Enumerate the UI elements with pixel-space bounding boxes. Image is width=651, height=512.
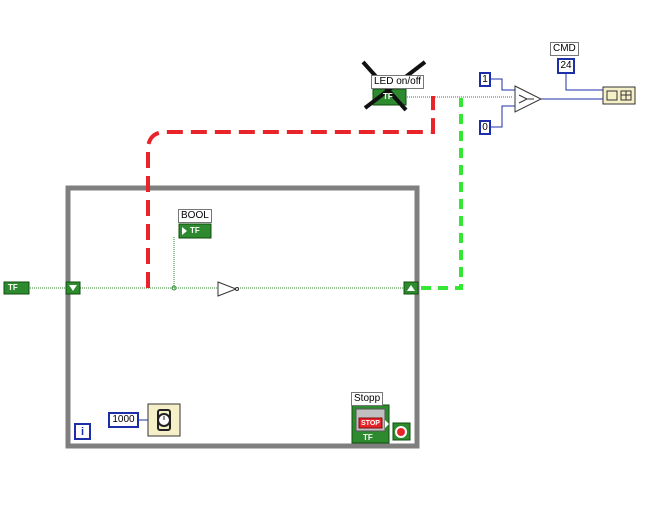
led-control-label: LED on/off xyxy=(371,75,425,89)
stop-tf-glyph: TF xyxy=(363,433,373,442)
wire-junction xyxy=(171,285,177,291)
bool-input-glyph: TF xyxy=(8,283,18,292)
down-arrow-icon xyxy=(69,285,77,291)
cmd-label: CMD xyxy=(550,42,579,56)
stop-button-red xyxy=(358,417,383,429)
stop-arrow-icon xyxy=(385,420,389,428)
false-numeric-constant[interactable]: 0 xyxy=(479,120,491,135)
stop-button-label: Stopp xyxy=(351,392,384,406)
led-control-glyph: TF xyxy=(383,92,393,101)
stop-condition-dot-icon xyxy=(397,428,405,436)
stop-glyph: STOP xyxy=(361,420,380,427)
up-arrow-icon xyxy=(407,285,415,291)
bool-indicator-glyph: TF xyxy=(190,226,200,235)
while-loop-frame[interactable] xyxy=(65,185,420,449)
bool-indicator-label: BOOL xyxy=(178,209,212,223)
wait-ms-constant[interactable]: 1000 xyxy=(108,412,139,428)
cmd-numeric-constant[interactable]: 24 xyxy=(557,58,575,74)
not-bubble-icon xyxy=(235,287,239,291)
cluster-box-icon xyxy=(606,90,618,101)
broken-wire-path xyxy=(146,96,435,288)
true-const-wire[interactable] xyxy=(491,78,515,91)
bool-input-terminal[interactable] xyxy=(3,281,30,295)
cmd-wire[interactable] xyxy=(565,74,603,91)
suggested-wire-path xyxy=(421,98,463,290)
false-const-wire[interactable] xyxy=(491,105,515,128)
bool-indicator-terminal[interactable] xyxy=(178,223,212,239)
indicator-arrow-icon xyxy=(182,227,187,235)
true-numeric-constant[interactable]: 1 xyxy=(479,72,491,87)
iteration-terminal[interactable] xyxy=(74,423,91,440)
iteration-glyph: i xyxy=(80,426,85,438)
not-function-icon[interactable] xyxy=(217,281,238,297)
